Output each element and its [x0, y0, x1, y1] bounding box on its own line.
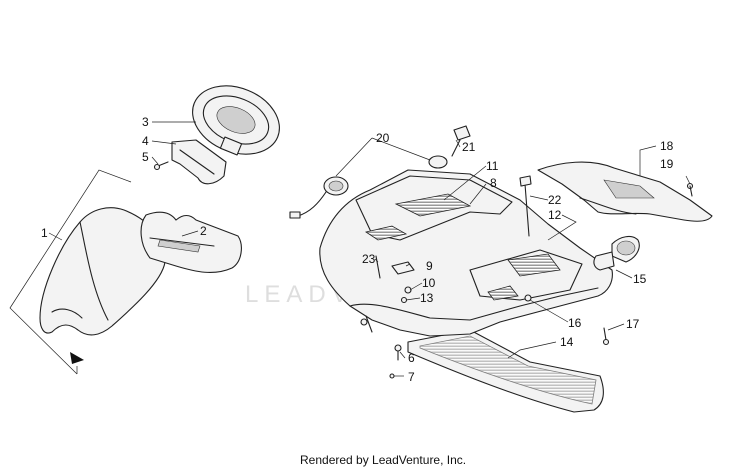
- callout-labels: 1 2 3 4 5 6 7 8 9 10 11 12 13 14 15 16 1…: [41, 115, 674, 384]
- part-11-vent: [394, 193, 472, 217]
- part-21-grommet: [428, 125, 471, 169]
- callout-3: 3: [142, 115, 149, 129]
- part-7-screw: [389, 373, 395, 379]
- callout-2: 2: [200, 224, 207, 238]
- leader-lines: [48, 121, 691, 377]
- callout-6: 6: [408, 351, 415, 365]
- callout-21: 21: [462, 140, 476, 154]
- footer-credit: Rendered by LeadVenture, Inc.: [300, 453, 466, 467]
- callout-19: 19: [660, 157, 674, 171]
- callout-13: 13: [420, 291, 434, 305]
- callout-10: 10: [422, 276, 436, 290]
- part-3-gauge: [192, 85, 280, 156]
- callout-17: 17: [626, 317, 640, 331]
- callout-1: 1: [41, 226, 48, 240]
- callout-16: 16: [568, 316, 582, 330]
- part-23-pin: [375, 255, 381, 279]
- callout-23: 23: [362, 252, 376, 266]
- part-15-knob: [593, 235, 640, 271]
- part-1-bracket: [9, 169, 132, 375]
- callout-7: 7: [408, 370, 415, 384]
- part-22-bolt: [524, 183, 530, 237]
- callout-5: 5: [142, 150, 149, 164]
- part-6-fastener: [394, 344, 402, 352]
- part-20-lamp: [289, 176, 349, 219]
- front-arrow-icon: [70, 352, 84, 364]
- callout-8: 8: [490, 176, 497, 190]
- callout-22: 22: [548, 193, 562, 207]
- callout-9: 9: [426, 259, 433, 273]
- callout-14: 14: [560, 335, 574, 349]
- callout-11: 11: [486, 159, 499, 173]
- callout-18: 18: [660, 139, 674, 153]
- part-2-panel: [140, 211, 242, 274]
- callout-20: 20: [376, 131, 390, 145]
- callout-15: 15: [633, 272, 647, 286]
- callout-12: 12: [548, 208, 562, 222]
- callout-4: 4: [142, 134, 149, 148]
- part-5-screw: [157, 161, 169, 167]
- part-8-body: [319, 169, 613, 337]
- part-17-screw: [603, 327, 607, 341]
